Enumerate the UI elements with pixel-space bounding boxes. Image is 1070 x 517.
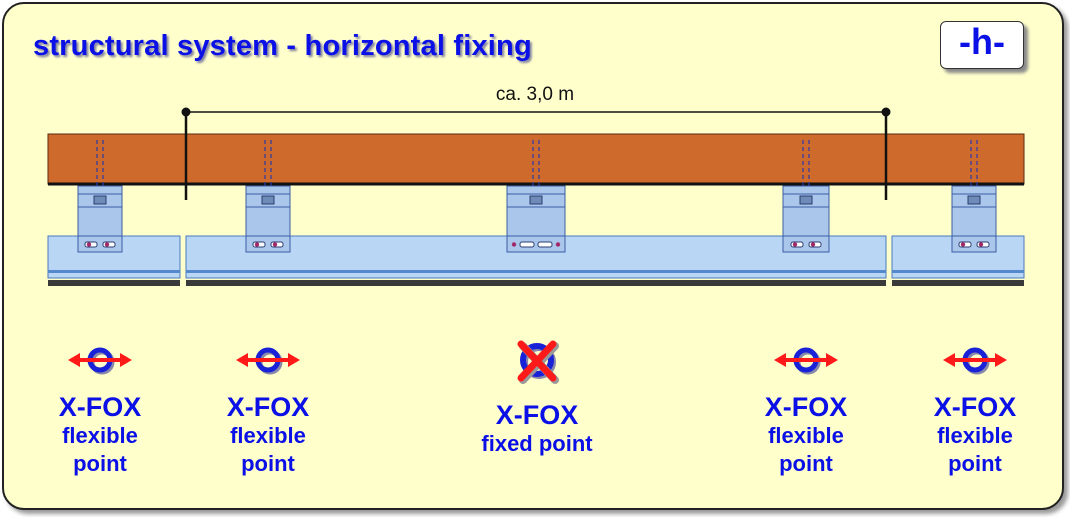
anchor-name: X-FOX — [226, 392, 310, 422]
double-arrow-icon — [68, 353, 132, 367]
beam — [47, 133, 1025, 185]
anchor-description-line2: point — [241, 451, 295, 476]
flexible-point-symbol — [68, 347, 132, 375]
fixed-point-symbol — [517, 340, 559, 384]
bracket-1 — [77, 140, 123, 253]
anchor-name: X-FOX — [58, 392, 142, 422]
bracket-5 — [951, 140, 997, 253]
ring-icon — [520, 343, 554, 377]
anchor-name: X-FOX — [764, 392, 848, 422]
bracket-3 — [506, 140, 566, 253]
anchor-description-line2: point — [948, 451, 1002, 476]
flexible-point-symbol — [774, 347, 838, 375]
bracket-4 — [782, 140, 830, 253]
anchor-description: flexible — [230, 423, 306, 448]
dimension-line — [181, 107, 891, 117]
anchor-description: flexible — [768, 423, 844, 448]
double-arrow-icon — [774, 353, 838, 367]
view-badge: -h- — [940, 21, 1024, 69]
anchor-description-line2: point — [73, 451, 127, 476]
diagram-title: structural system - horizontal fixing — [33, 30, 532, 62]
flexible-point-symbol — [236, 347, 300, 375]
bracket-2 — [245, 140, 291, 253]
cross-icon — [517, 340, 559, 384]
anchor-description: flexible — [937, 423, 1013, 448]
anchor-name: X-FOX — [495, 400, 579, 430]
anchor-description-line2: point — [779, 451, 833, 476]
flexible-point-symbol — [943, 347, 1007, 375]
dimension-label: ca. 3,0 m — [495, 84, 575, 105]
double-arrow-icon — [236, 353, 300, 367]
anchor-name: X-FOX — [933, 392, 1017, 422]
anchor-symbols — [68, 340, 1007, 384]
double-arrow-icon — [943, 353, 1007, 367]
brackets — [77, 140, 997, 253]
anchor-description: flexible — [62, 423, 138, 448]
view-badge-label: -h- — [959, 21, 1005, 62]
anchor-description: fixed point — [481, 431, 593, 456]
